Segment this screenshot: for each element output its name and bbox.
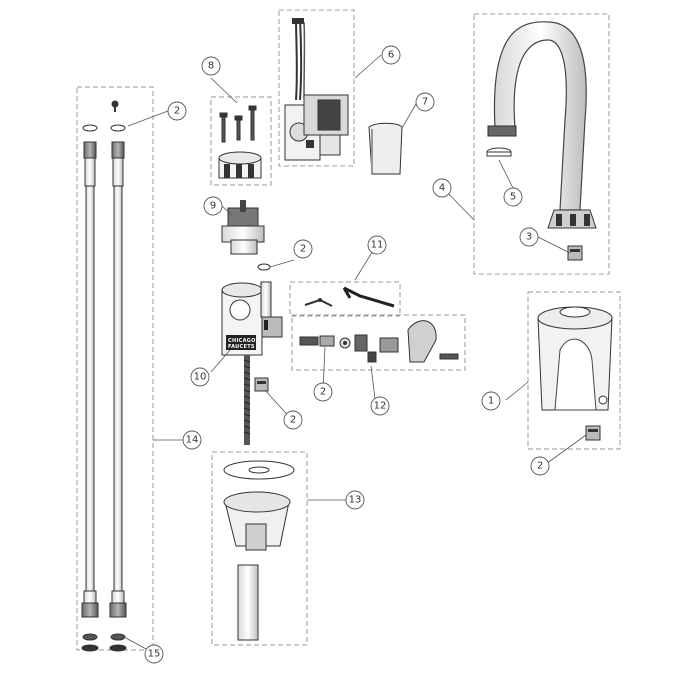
callout-2-valve: 2 bbox=[293, 239, 313, 259]
callout-label: 11 bbox=[371, 240, 384, 251]
box-spout bbox=[473, 13, 610, 275]
callout-3: 3 bbox=[519, 227, 539, 247]
supply-hose-left bbox=[81, 124, 99, 641]
callout-label: 2 bbox=[537, 461, 543, 472]
callout-label: 5 bbox=[510, 192, 516, 203]
body-nut bbox=[585, 425, 601, 441]
logo-line-2: FAUCETS bbox=[228, 344, 255, 350]
callouts: 2 8 6 7 4 5 3 9 bbox=[144, 45, 550, 664]
box-fittings bbox=[291, 314, 466, 371]
mounting-washer bbox=[223, 460, 295, 480]
callout-2-top: 2 bbox=[167, 101, 187, 121]
coupling-nut-lower bbox=[254, 377, 269, 392]
callout-13: 13 bbox=[345, 490, 365, 510]
logo-line-1: CHICAGO bbox=[228, 338, 256, 344]
callout-label: 2 bbox=[300, 244, 306, 255]
supply-hose-right bbox=[109, 124, 127, 641]
o-ring-upper bbox=[257, 263, 271, 271]
mounting-shank bbox=[237, 564, 259, 641]
callout-2-fittings: 2 bbox=[313, 382, 333, 402]
callout-label: 6 bbox=[388, 50, 394, 61]
callout-label: 2 bbox=[174, 106, 180, 117]
spout-nut bbox=[567, 245, 583, 261]
callout-2-nut: 2 bbox=[283, 410, 303, 430]
callout-12: 12 bbox=[370, 396, 390, 416]
callout-label: 1 bbox=[488, 396, 494, 407]
box-sensor-module bbox=[278, 9, 355, 167]
tools bbox=[304, 286, 395, 308]
fittings bbox=[299, 320, 459, 363]
callout-label: 13 bbox=[349, 495, 362, 506]
sensor-cover bbox=[368, 122, 403, 175]
valve-body: CHICAGO FAUCETS bbox=[221, 281, 283, 445]
leader-lines bbox=[123, 54, 587, 651]
callout-5: 5 bbox=[503, 187, 523, 207]
screw-top bbox=[111, 100, 119, 112]
callout-label: 3 bbox=[526, 232, 532, 243]
callout-label: 7 bbox=[422, 97, 428, 108]
callout-7: 7 bbox=[415, 92, 435, 112]
callout-9: 9 bbox=[203, 196, 223, 216]
callout-2-body: 2 bbox=[530, 456, 550, 476]
callout-label: 2 bbox=[290, 415, 296, 426]
callout-8: 8 bbox=[201, 56, 221, 76]
callout-10: 10 bbox=[190, 367, 210, 387]
callout-15: 15 bbox=[144, 644, 164, 664]
callout-label: 4 bbox=[439, 183, 445, 194]
mounting-bracket bbox=[223, 491, 291, 551]
box-mounting-kit bbox=[210, 96, 272, 186]
hose-washers-bottom bbox=[81, 644, 127, 652]
callout-11: 11 bbox=[367, 235, 387, 255]
callout-4: 4 bbox=[432, 178, 452, 198]
spout bbox=[487, 21, 597, 229]
aerator-washer bbox=[486, 147, 512, 157]
callout-label: 9 bbox=[210, 201, 216, 212]
callout-label: 2 bbox=[320, 387, 326, 398]
callout-label: 15 bbox=[148, 649, 161, 660]
faucet-body-shell bbox=[537, 306, 613, 411]
callout-label: 10 bbox=[194, 372, 207, 383]
box-faucet-body bbox=[527, 291, 621, 450]
callout-label: 8 bbox=[208, 61, 214, 72]
sensor-module bbox=[284, 17, 349, 161]
callout-6: 6 bbox=[381, 45, 401, 65]
mounting-nut bbox=[218, 151, 262, 179]
callout-1: 1 bbox=[481, 391, 501, 411]
valve-cartridge bbox=[221, 200, 265, 255]
callout-14: 14 bbox=[182, 430, 202, 450]
mounting-bolts bbox=[219, 105, 257, 143]
callout-label: 12 bbox=[374, 401, 387, 412]
callout-label: 14 bbox=[186, 435, 199, 446]
